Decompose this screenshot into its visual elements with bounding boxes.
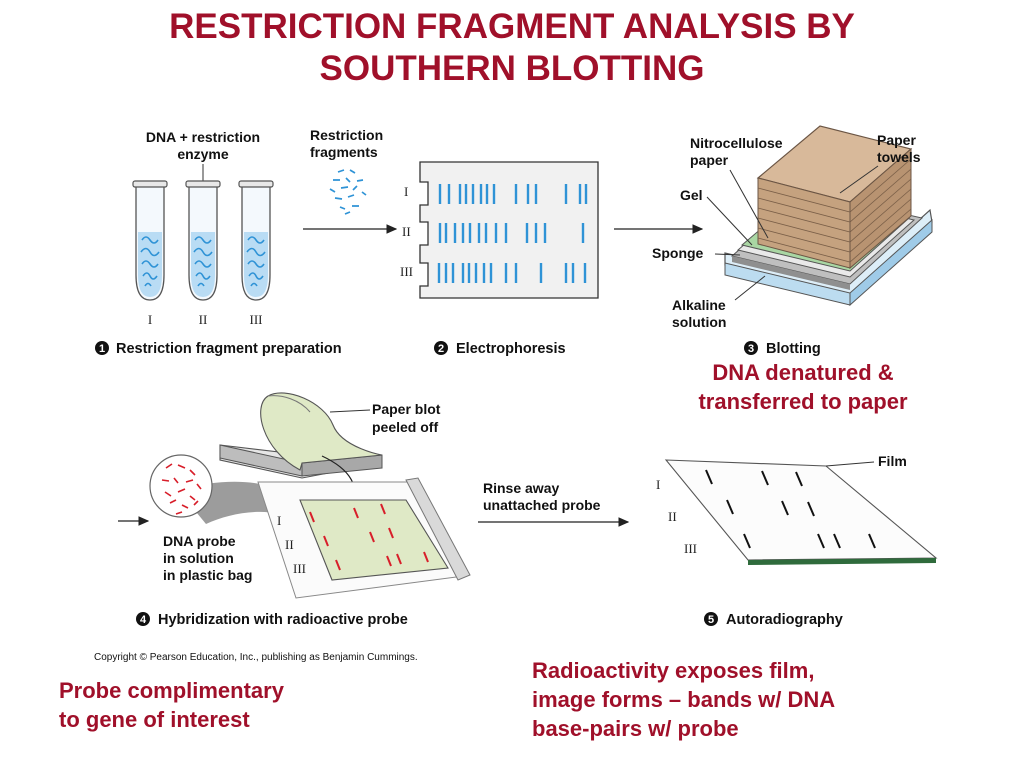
gel-lane-label: II [402,224,411,239]
probe-label-2: in solution [163,550,234,566]
alkaline-label-2: solution [672,314,726,330]
title-line-1: RESTRICTION FRAGMENT ANALYSIS BY [169,7,855,46]
step-label: Blotting [766,341,821,357]
title-line-2: SOUTHERN BLOTTING [319,49,705,88]
step-number-badge [95,341,109,355]
sponge-label: Sponge [652,245,704,261]
film-lane-label: III [684,541,697,556]
bag-lane-label: III [293,561,306,576]
towels-label-2: towels [877,149,921,165]
rinse-label-1: Rinse away [483,480,559,496]
step-number: 4 [140,614,147,626]
step-label: Restriction fragment preparation [116,341,342,357]
step-number-badge [434,341,448,355]
dna-enzyme-label-2: enzyme [177,146,229,162]
step5-autoradiography: Film I II III 5 Autoradiography [656,453,938,628]
step2-gel: I II III 2 Electrophoresis [400,161,599,357]
copyright-text: Copyright © Pearson Education, Inc., pub… [94,652,418,663]
tube-2 [185,180,221,301]
autorad-note-line-1: Radioactivity exposes film, [532,658,815,683]
alkaline-label-1: Alkaline [672,297,726,313]
step3-blotting: Nitrocellulose paper Paper towels Gel Sp… [652,125,933,357]
step-label: Autoradiography [726,612,843,628]
towels-label-1: Paper [877,132,916,148]
step-number-badge [704,612,718,626]
tube-lane-label: I [148,312,152,327]
tube-1 [132,180,168,301]
tube-lane-label: III [250,312,263,327]
probe-label-1: DNA probe [163,533,236,549]
blotting-note-line-1: DNA denatured & [712,360,894,385]
step-number-badge [136,612,150,626]
dna-enzyme-label-1: DNA + restriction [146,129,260,145]
step-number-badge [744,341,758,355]
step-label: Electrophoresis [456,341,566,357]
step-number: 1 [99,343,105,355]
film-lane-label: I [656,477,660,492]
autorad-note-line-3: base-pairs w/ probe [532,716,739,741]
nitrocellulose-label-1: Nitrocellulose [690,135,783,151]
blot-label-2: peeled off [372,419,438,435]
step-number: 3 [748,343,754,355]
blotting-note-line-2: transferred to paper [698,389,908,414]
gel-lane-label: III [400,264,413,279]
blotting-note: DNA denatured & transferred to paper [673,358,933,416]
step-label: Hybridization with radioactive probe [158,612,408,628]
probe-note-line-2: to gene of interest [59,707,250,732]
gel-lane-label: I [404,184,408,199]
step1-tubes: DNA + restriction enzyme I II III 1 Rest… [95,129,342,357]
autorad-note-line-2: image forms – bands w/ DNA [532,687,836,712]
gel-label: Gel [680,187,703,203]
step-number: 5 [708,614,714,626]
probe-solution-circle [149,454,213,518]
probe-note-line-1: Probe complimentary [59,678,284,703]
step4-hybridization: I II III Paper blot peeled off DNA probe… [118,392,471,628]
probe-label-3: in plastic bag [163,567,252,583]
tube-3 [238,180,274,301]
probe-note: Probe complimentary to gene of interest [59,676,399,734]
film-lane-label: II [668,509,677,524]
nitrocellulose-label-2: paper [690,152,729,168]
bag-lane-label: I [277,513,281,528]
blot-label-1: Paper blot [372,401,441,417]
tube-lane-label: II [199,312,208,327]
rinse-label-2: unattached probe [483,497,601,513]
film-label: Film [878,453,907,469]
fragments-label-1: Restriction [310,127,383,143]
page-title: RESTRICTION FRAGMENT ANALYSIS BY SOUTHER… [0,6,1024,90]
fragments-label-2: fragments [310,144,378,160]
step-number: 2 [438,343,444,355]
autoradiography-note: Radioactivity exposes film, image forms … [532,656,952,743]
bag-lane-label: II [285,537,294,552]
restriction-fragments: Restriction fragments [310,127,383,215]
